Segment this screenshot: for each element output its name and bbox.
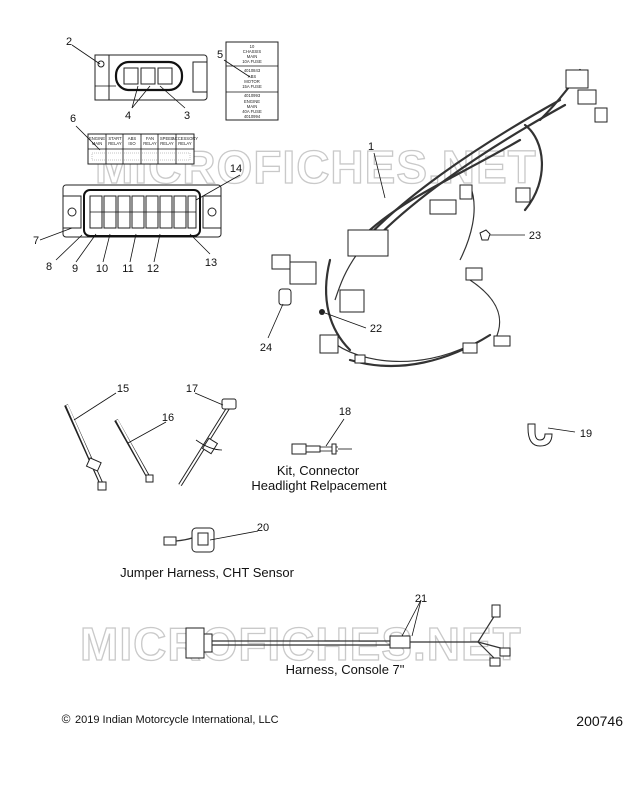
caption-kit-connector: Kit, Connector bbox=[277, 463, 360, 478]
fuse-abs-3: 15A FUSE bbox=[242, 84, 262, 89]
watermark-bottom: MICROFICHES.NET bbox=[80, 618, 522, 670]
console-harness-21 bbox=[185, 604, 511, 667]
callout-9: 9 bbox=[72, 263, 78, 275]
clamp-19 bbox=[527, 423, 553, 447]
fuse-relay-box bbox=[62, 184, 222, 238]
callout-3: 3 bbox=[184, 110, 190, 122]
fuse-chassis-3: MAIN bbox=[247, 54, 257, 59]
fuse-engine-2: MAIN bbox=[247, 104, 257, 109]
callout-20: 20 bbox=[257, 522, 269, 534]
relay-speed-1: SPEED bbox=[160, 136, 174, 141]
copyright-text: 2019 Indian Motorcycle International, LL… bbox=[75, 714, 279, 726]
fuse-engine-3: 40A FUSE bbox=[242, 109, 262, 114]
callout-5: 5 bbox=[217, 49, 223, 61]
callout-10: 10 bbox=[96, 263, 108, 275]
callout-21: 21 bbox=[415, 593, 427, 605]
callout-13: 13 bbox=[205, 257, 217, 269]
callout-11: 11 bbox=[122, 263, 133, 275]
callout-12: 12 bbox=[147, 263, 159, 275]
leader-lines bbox=[39, 44, 576, 637]
bolt-23 bbox=[479, 229, 491, 241]
callout-2: 2 bbox=[66, 36, 72, 48]
callout-18: 18 bbox=[339, 406, 351, 418]
relay-abs-1: ABS bbox=[128, 136, 137, 141]
main-wire-harness bbox=[271, 68, 608, 368]
callout-16: 16 bbox=[162, 412, 174, 424]
relay-engine-1: ENGINE bbox=[89, 136, 105, 141]
fuse-chassis-1: 10 bbox=[250, 44, 255, 49]
copyright-symbol: © bbox=[62, 712, 71, 726]
callout-1: 1 bbox=[368, 141, 374, 153]
relay-block bbox=[94, 54, 208, 101]
cable-tie-17 bbox=[178, 398, 237, 487]
fuse-chassis-2: CHASSIS bbox=[243, 49, 262, 54]
relay-abs-2: ISO bbox=[128, 141, 136, 146]
fuse-label-strip: 10 CHASSIS MAIN 10A FUSE 4010843 ABS MOT… bbox=[225, 41, 279, 121]
cable-tie-15 bbox=[64, 404, 107, 491]
relay-label-strip: ENGINE MAIN START RELAY ABS ISO FAN RELA… bbox=[87, 133, 198, 165]
callout-24: 24 bbox=[260, 342, 272, 354]
grommet-24 bbox=[278, 288, 292, 306]
callout-7: 7 bbox=[33, 235, 39, 247]
fuse-chassis-4: 10A FUSE bbox=[242, 59, 262, 64]
diagram-number: 200746 bbox=[576, 713, 623, 729]
relay-accessory-1: ACCESSORY bbox=[172, 136, 198, 141]
callout-14: 14 bbox=[230, 163, 242, 175]
relay-speed-2: RELAY bbox=[160, 141, 174, 146]
callout-17: 17 bbox=[186, 383, 198, 395]
jumper-harness-20 bbox=[163, 527, 215, 553]
fuse-abs-1: ABS bbox=[248, 74, 257, 79]
relay-fan-1: FAN bbox=[146, 136, 154, 141]
fuse-abs-4: 4010993 bbox=[244, 93, 261, 98]
caption-harness-console: Harness, Console 7" bbox=[286, 662, 405, 677]
callout-22: 22 bbox=[370, 323, 382, 335]
fuse-engine-1: ENGINE bbox=[244, 99, 260, 104]
caption-headlight-replacement: Headlight Relpacement bbox=[251, 478, 387, 493]
connector-kit-18 bbox=[291, 443, 352, 455]
relay-start-1: START bbox=[108, 136, 122, 141]
fuse-chassis-5: 4010843 bbox=[244, 68, 261, 73]
relay-fan-2: RELAY bbox=[143, 141, 157, 146]
callout-23: 23 bbox=[529, 230, 541, 242]
fuse-engine-4: 4010994 bbox=[244, 114, 261, 119]
callout-15: 15 bbox=[117, 383, 129, 395]
relay-engine-2: MAIN bbox=[92, 141, 102, 146]
cable-tie-16 bbox=[114, 419, 154, 483]
relay-accessory-2: RELAY bbox=[178, 141, 192, 146]
caption-jumper-harness: Jumper Harness, CHT Sensor bbox=[120, 565, 295, 580]
callout-4: 4 bbox=[125, 110, 131, 122]
callout-19: 19 bbox=[580, 428, 592, 440]
fuse-abs-2: MOTOR bbox=[244, 79, 260, 84]
callouts: 1 2 3 4 5 6 7 8 9 10 11 12 13 14 15 16 1… bbox=[33, 36, 592, 605]
callout-6: 6 bbox=[70, 113, 76, 125]
relay-start-2: RELAY bbox=[108, 141, 122, 146]
callout-8: 8 bbox=[46, 261, 52, 273]
pin-22 bbox=[319, 309, 325, 315]
